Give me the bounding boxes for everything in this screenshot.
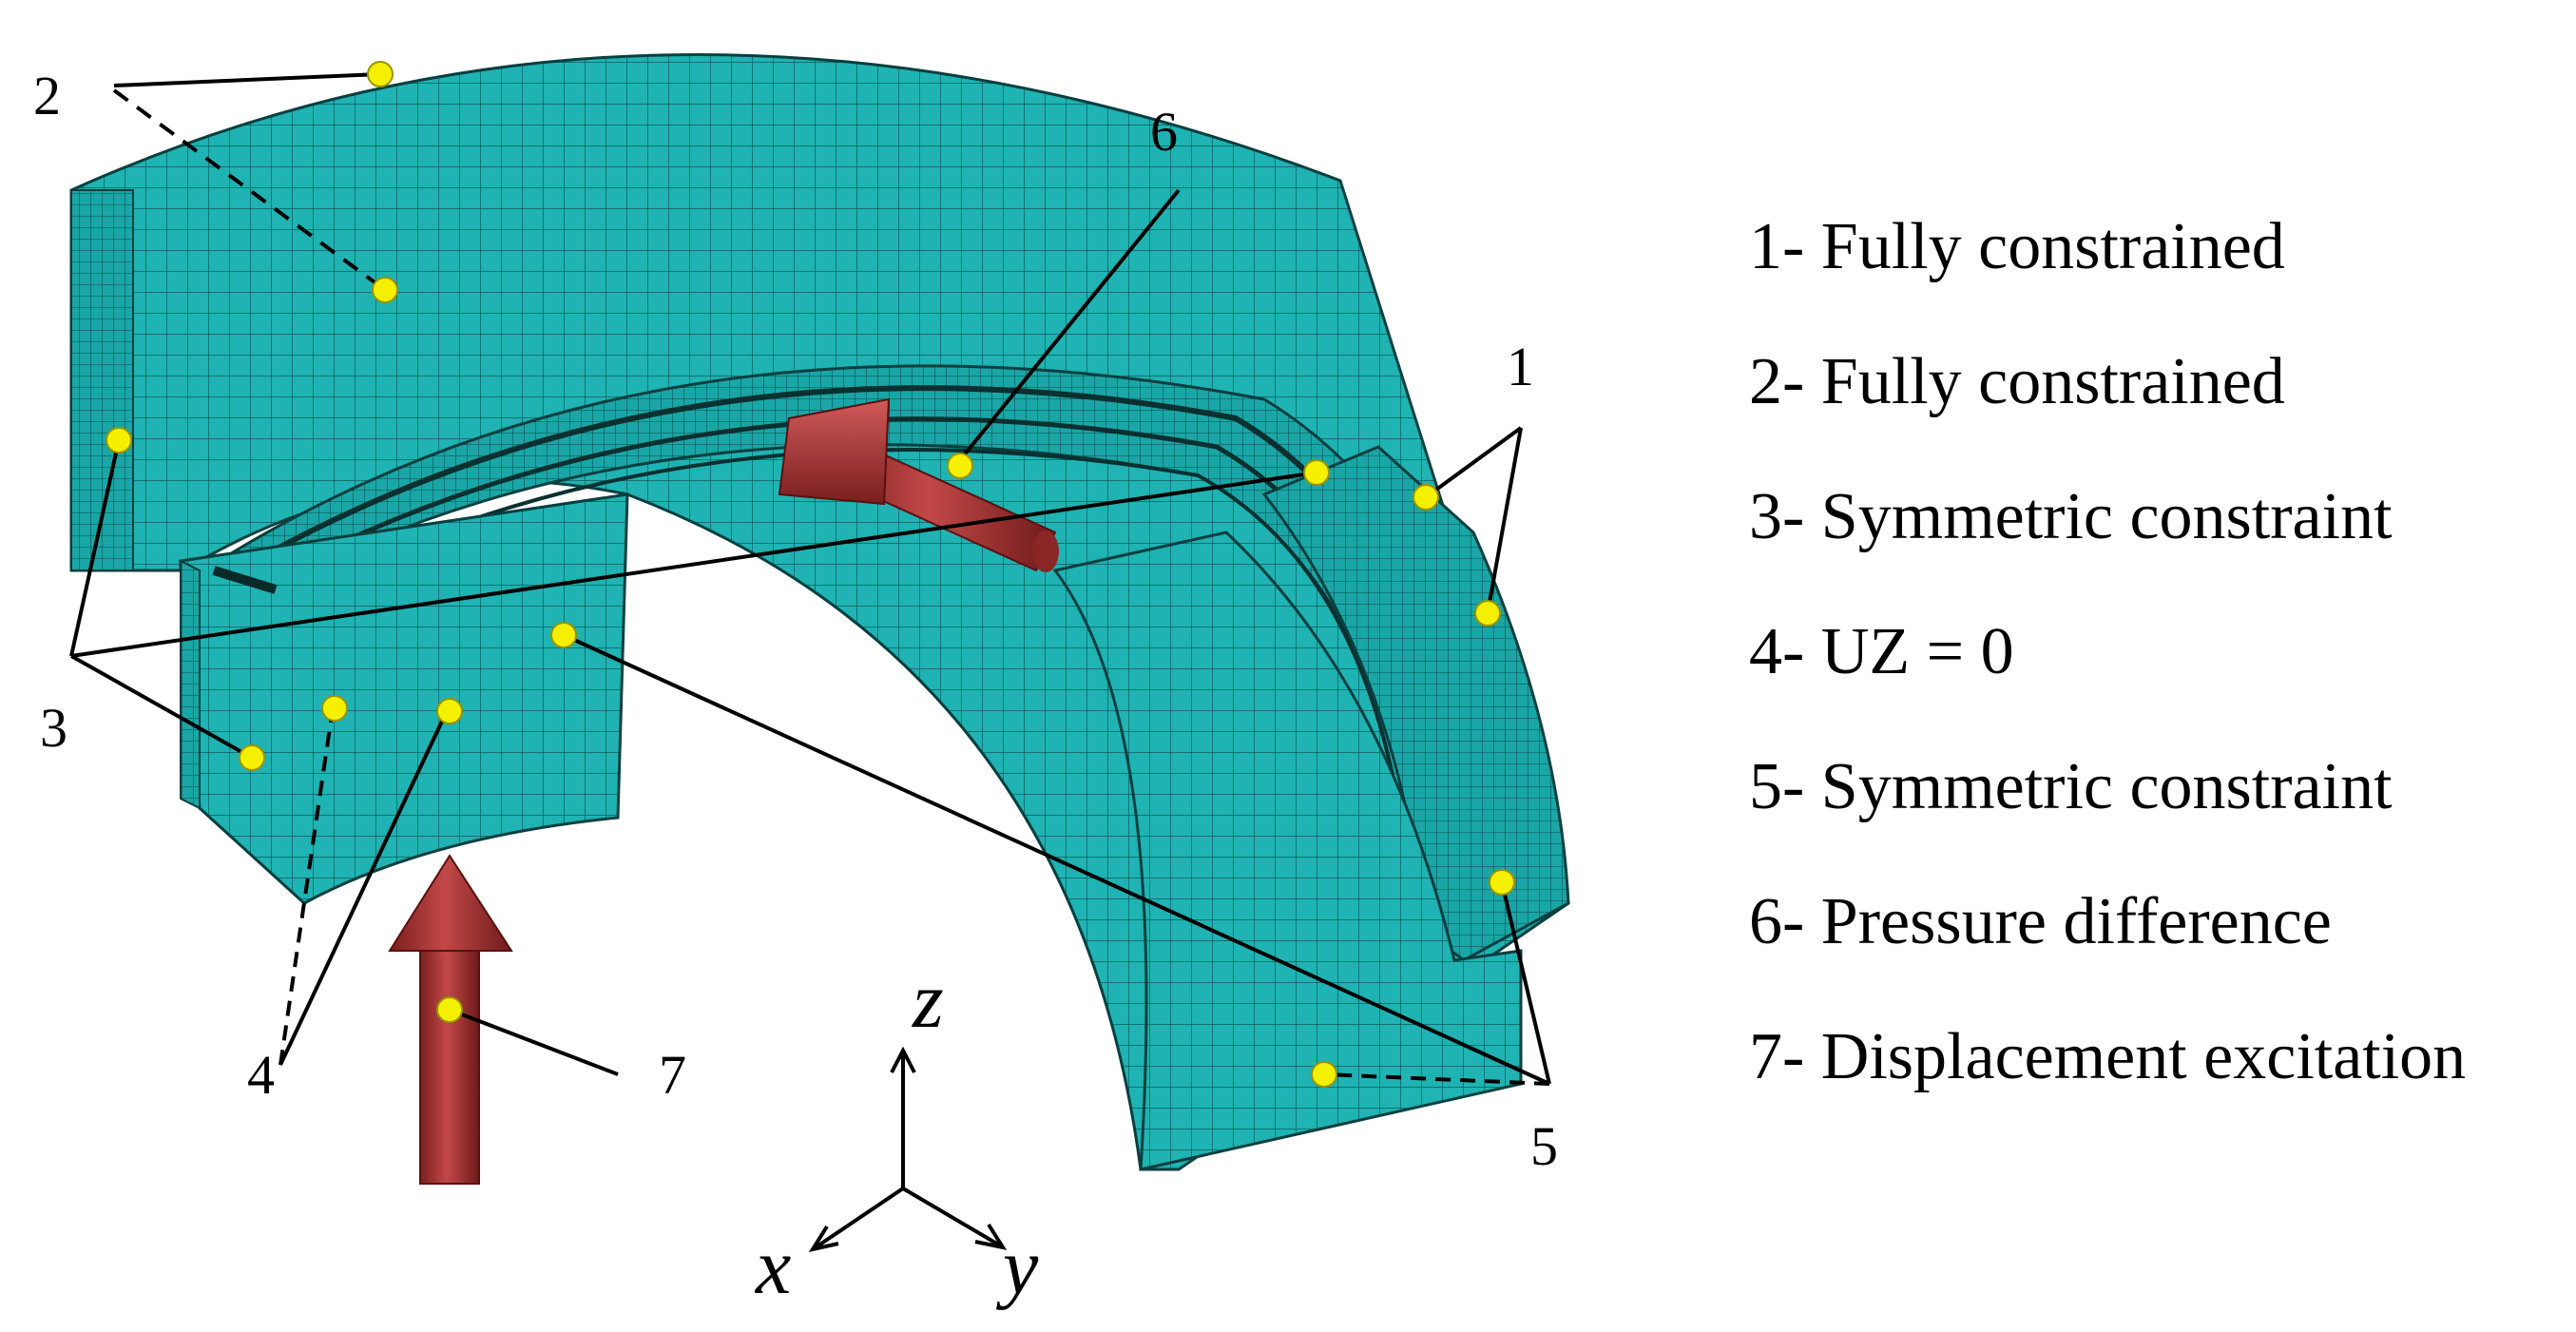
marker-1b [1474,600,1501,627]
legend-item-2: 2- Fully constrained [1749,345,2285,418]
x-axis [814,1187,905,1249]
pressure-arrow [778,397,1059,572]
legend-item-1: 1- Fully constrained [1749,210,2285,283]
marker-2b [372,277,398,303]
callout-2: 2 [33,65,61,126]
legend-item-7: 7- Displacement excitation [1749,1020,2467,1093]
constraint-markers [106,61,1515,1088]
marker-7 [436,996,463,1023]
top-left-block-face [70,189,134,571]
marker-5a [550,622,577,648]
displacement-arrow [388,854,513,1185]
legend: 1- Fully constrained 2- Fully constraine… [1749,200,2566,1145]
legend-item-5: 5- Symmetric constraint [1749,750,2393,823]
callout-6: 6 [1150,101,1178,163]
marker-6 [947,453,973,479]
leader-lines [69,72,1551,1086]
legend-item-4: 4- UZ = 0 [1749,615,2014,688]
legend-item-3: 3- Symmetric constraint [1749,480,2393,553]
callout-7: 7 [659,1044,686,1106]
coordinate-axes [808,1046,1008,1252]
marker-5b [1489,869,1515,896]
y-axis-label: y [995,1223,1039,1311]
callout-3: 3 [40,697,67,759]
z-axis-label: z [912,956,944,1045]
y-axis [901,1187,1002,1247]
marker-4a [321,695,348,722]
marker-3b [239,744,265,771]
lower-left-block [179,492,629,905]
marker-5c [1311,1061,1337,1088]
marker-2a [367,61,394,87]
mesh-model [69,53,1570,1171]
lower-left-block-side [180,559,201,810]
lower-right-leg [1052,531,1523,1171]
callout-4: 4 [247,1044,275,1106]
callout-5: 5 [1530,1115,1558,1177]
callout-1: 1 [1507,336,1534,397]
marker-1a [1413,484,1439,511]
marker-3a [106,427,132,454]
x-axis-label: x [754,1223,791,1311]
callout-labels: 2 6 1 3 4 7 5 [33,65,1558,1177]
marker-4b [436,698,463,724]
marker-3c [1303,459,1330,486]
legend-item-6: 6- Pressure difference [1749,885,2332,958]
